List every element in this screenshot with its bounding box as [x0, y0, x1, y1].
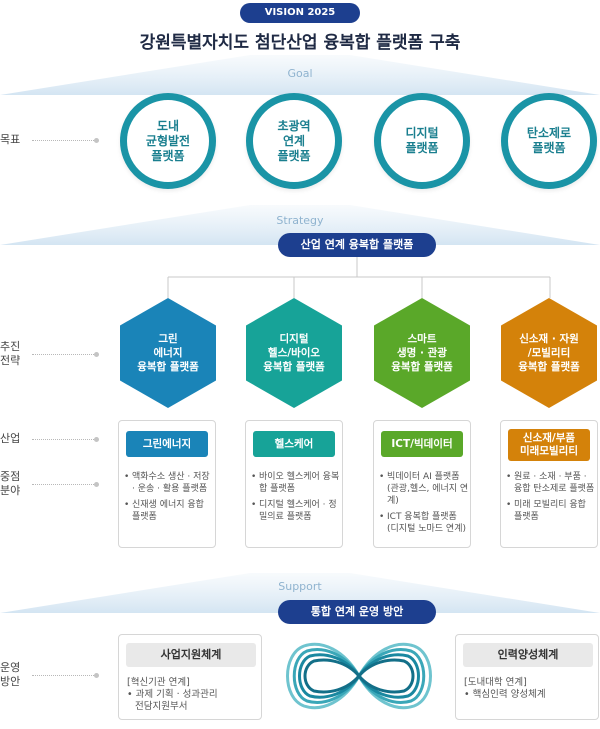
industry-box-ict-bigdata: ICT/빅데이터 빅데이터 AI 플랫폼(관광,헬스, 에너지 연계) ICT …: [373, 420, 471, 548]
support-heading: Support: [278, 580, 322, 593]
industry-heading: ICT/빅데이터: [381, 431, 463, 457]
focus-list: 빅데이터 AI 플랫폼(관광,헬스, 에너지 연계) ICT 융복합 플랫폼 (…: [379, 471, 469, 539]
row-label-focus: 중점 분야: [0, 470, 20, 498]
support-beam: [0, 573, 600, 613]
industry-box-healthcare: 헬스케어 바이오 헬스케어 융복합 플랫폼 디지털 헬스케어 · 정밀의료 플랫…: [245, 420, 343, 548]
list-item: 미래 모빌리티 융합 플랫폼: [506, 499, 596, 523]
list-item: 빅데이터 AI 플랫폼(관광,헬스, 에너지 연계): [379, 471, 469, 507]
industry-heading: 헬스케어: [253, 431, 335, 457]
industry-box-new-materials: 신소재/부품 미래모빌리티 원료 · 소재 · 부품 · 융합 탄소제로 플랫폼…: [500, 420, 598, 548]
strategy-hex-green-energy: 그린 에너지 융복합 플랫폼: [120, 298, 216, 408]
page-title: 강원특별자치도 첨단산업 융복합 플랫폼 구축: [139, 33, 461, 53]
support-line: [도내대학 연계]: [464, 677, 527, 688]
focus-list: 액화수소 생산 · 저장 · 운송 · 활용 플랫폼 신재생 에너지 융합 플랫…: [124, 471, 214, 527]
row-label-ops: 운영 방안: [0, 661, 20, 689]
row-label-strategy-line2: 전략: [0, 354, 21, 367]
row-label-focus-line2: 분야: [0, 484, 21, 497]
strategy-hex-new-materials: 신소재 · 자원 /모빌리티 융복합 플랫폼: [501, 298, 597, 408]
strategy-connector-dot: [94, 352, 99, 357]
focus-list: 바이오 헬스케어 융복합 플랫폼 디지털 헬스케어 · 정밀의료 플랫폼: [251, 471, 341, 527]
support-box-body: [도내대학 연계] • 핵심인력 양성체계: [464, 677, 594, 701]
support-box-business: 사업지원체계 [혁신기관 연계] • 과제 기획 · 성과관리 전담지원부서: [118, 634, 262, 720]
goal-connector: [32, 140, 96, 141]
goal-circle-mega-regional: 초광역 연계 플랫폼: [246, 93, 342, 189]
list-item: 신재생 에너지 융합 플랫폼: [124, 499, 214, 523]
support-line: [혁신기관 연계]: [127, 677, 190, 688]
strategy-pill: 산업 연계 융복합 플랫폼: [278, 233, 436, 257]
vision-badge: VISION 2025: [240, 3, 360, 23]
list-item: 디지털 헬스케어 · 정밀의료 플랫폼: [251, 499, 341, 523]
support-line: • 핵심인력 양성체계: [464, 689, 546, 700]
strategy-connector: [32, 354, 96, 355]
goal-circle-balanced: 도내 균형발전 플랫폼: [120, 93, 216, 189]
row-label-strategy: 추진 전략: [0, 340, 20, 368]
list-item: 액화수소 생산 · 저장 · 운송 · 활용 플랫폼: [124, 471, 214, 495]
strategy-hex-digital-health: 디지털 헬스/바이오 융복합 플랫폼: [246, 298, 342, 408]
focus-connector: [32, 484, 96, 485]
industry-connector: [32, 439, 96, 440]
list-item: 바이오 헬스케어 융복합 플랫폼: [251, 471, 341, 495]
goal-circle-digital: 디지털 플랫폼: [374, 93, 470, 189]
focus-connector-dot: [94, 482, 99, 487]
goal-circle-carbon-zero: 탄소제로 플랫폼: [501, 93, 597, 189]
row-label-focus-line1: 중점: [0, 470, 21, 483]
strategy-beam: [0, 205, 600, 245]
list-item: 원료 · 소재 · 부품 · 융합 탄소제로 플랫폼: [506, 471, 596, 495]
strategy-tree-connector: [167, 257, 551, 298]
strategy-hex-smart-life-tourism: 스마트 생명 · 관광 융복합 플랫폼: [374, 298, 470, 408]
row-label-industry: 산업: [0, 432, 21, 445]
industry-box-green-energy: 그린에너지 액화수소 생산 · 저장 · 운송 · 활용 플랫폼 신재생 에너지…: [118, 420, 216, 548]
goal-connector-dot: [94, 138, 99, 143]
industry-heading: 신소재/부품 미래모빌리티: [508, 429, 590, 461]
support-line: • 과제 기획 · 성과관리: [127, 689, 218, 700]
support-pill: 통합 연계 운영 방안: [278, 600, 436, 624]
goal-heading: Goal: [287, 67, 313, 80]
ops-connector: [32, 675, 96, 676]
support-line: 전담지원부서: [135, 701, 188, 712]
industry-connector-dot: [94, 437, 99, 442]
strategy-heading: Strategy: [276, 214, 324, 227]
row-label-ops-line1: 운영: [0, 661, 21, 674]
row-label-ops-line2: 방안: [0, 675, 21, 688]
row-label-goal: 목표: [0, 133, 21, 146]
goal-beam: [0, 55, 600, 95]
support-box-body: [혁신기관 연계] • 과제 기획 · 성과관리 전담지원부서: [127, 677, 257, 713]
ops-connector-dot: [94, 673, 99, 678]
focus-list: 원료 · 소재 · 부품 · 융합 탄소제로 플랫폼 미래 모빌리티 융합 플랫…: [506, 471, 596, 527]
industry-heading: 그린에너지: [126, 431, 208, 457]
support-box-talent: 인력양성체계 [도내대학 연계] • 핵심인력 양성체계: [455, 634, 599, 720]
list-item: ICT 융복합 플랫폼 (디지털 노마드 연계): [379, 511, 469, 535]
support-box-title: 사업지원체계: [126, 643, 256, 667]
support-box-title: 인력양성체계: [463, 643, 593, 667]
infinity-icon: [286, 642, 432, 710]
row-label-strategy-line1: 추진: [0, 340, 21, 353]
